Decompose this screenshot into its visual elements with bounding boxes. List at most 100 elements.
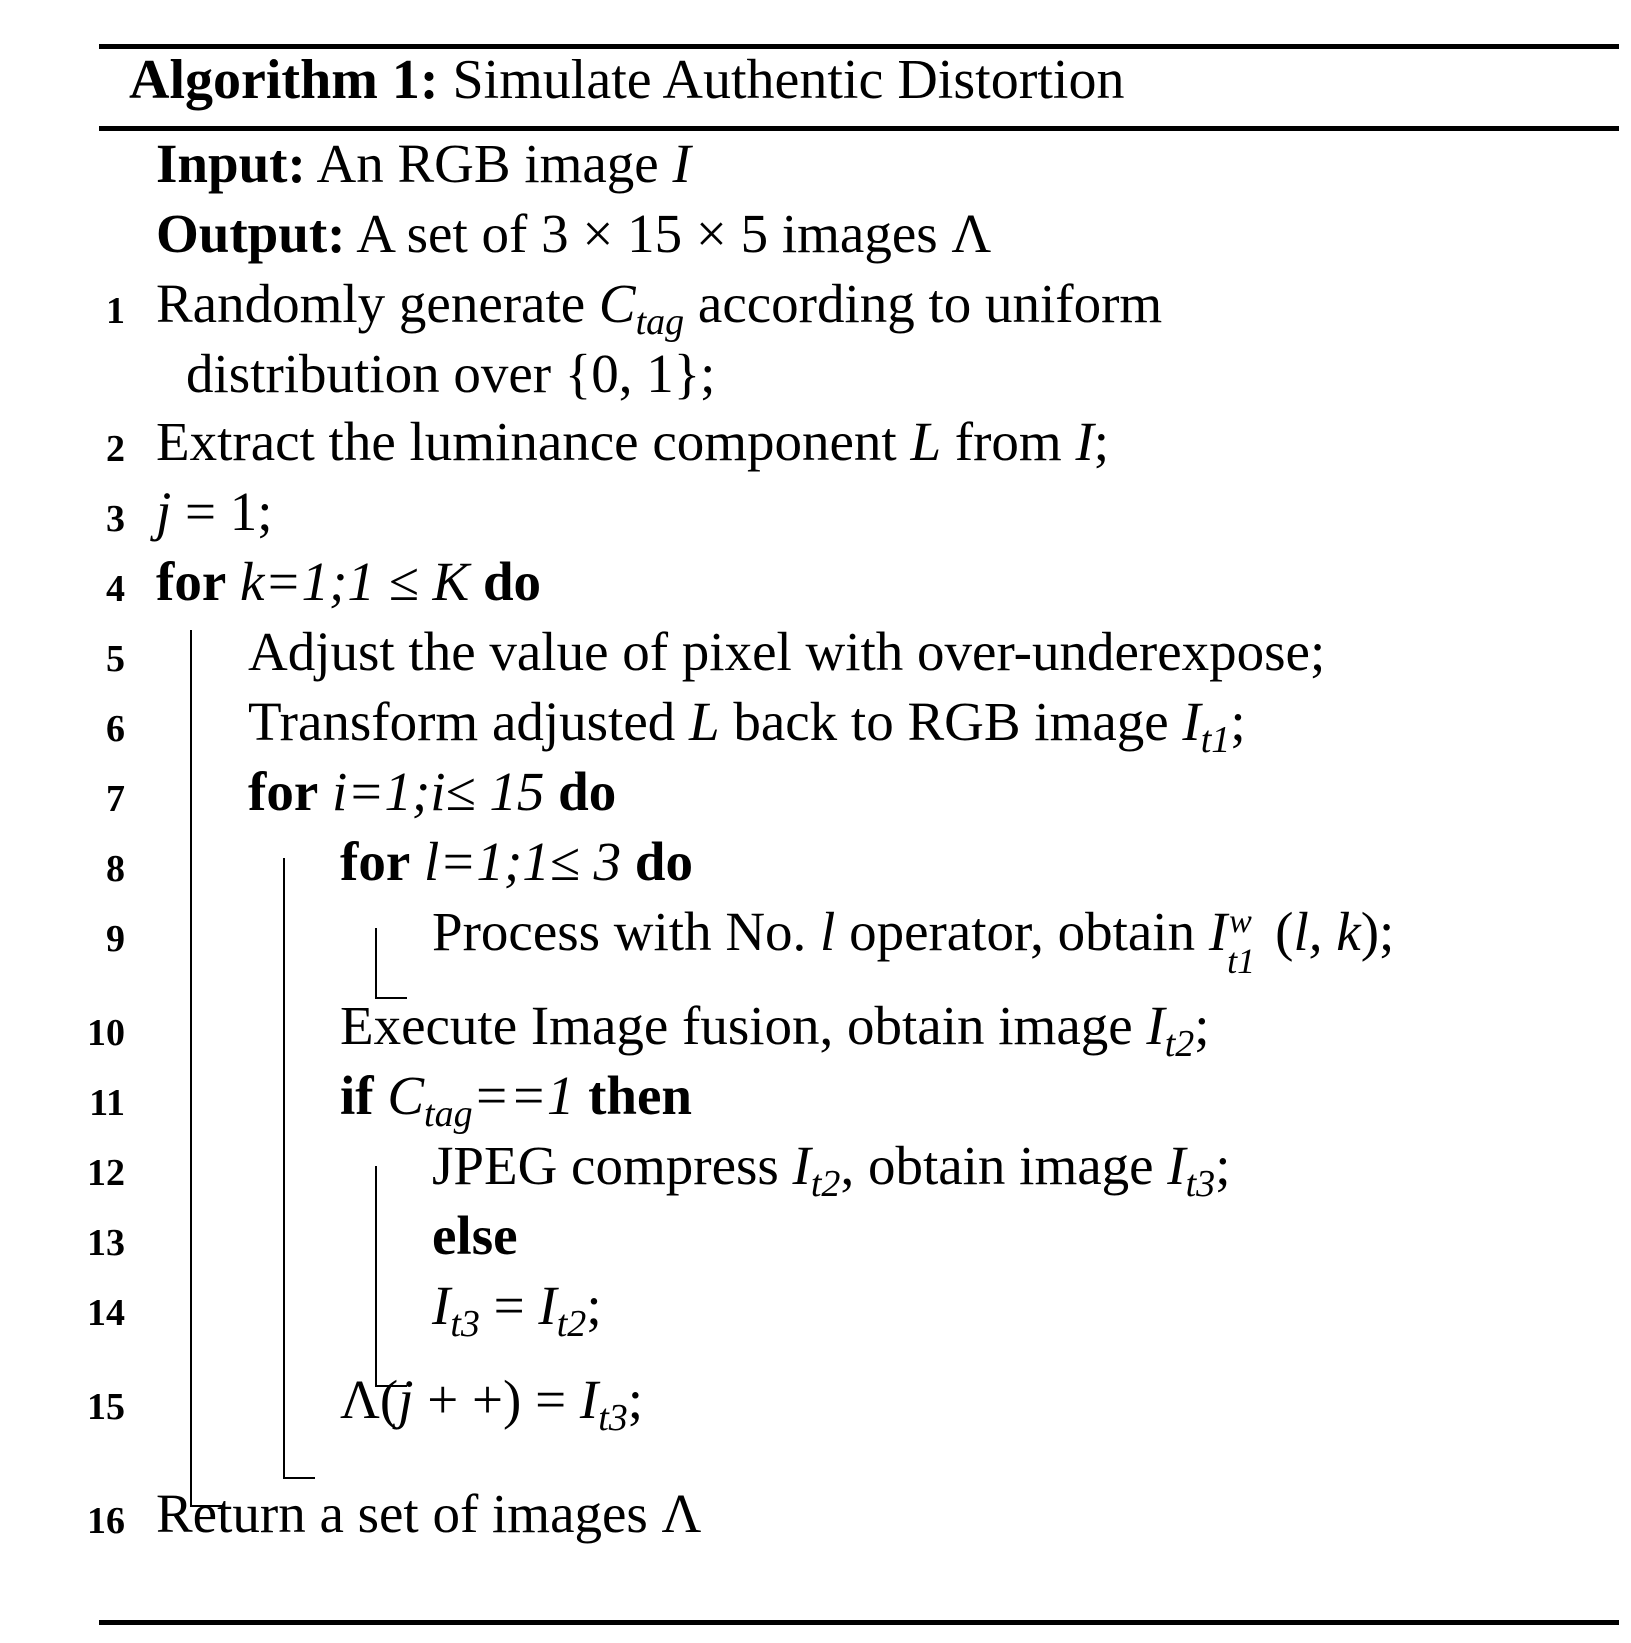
- algo-line-11: if Ctag==1 then: [340, 1068, 692, 1133]
- algo-line-7: for i=1;i≤ 15 do: [248, 764, 616, 819]
- algo-line-14: It3 = It2;: [432, 1278, 602, 1343]
- bottom-rule: [99, 1620, 1619, 1625]
- text: (: [1275, 901, 1294, 962]
- var: I: [1167, 1135, 1186, 1196]
- line-number-15: 15: [87, 1386, 125, 1428]
- subscript: tag: [424, 1093, 473, 1135]
- args: l, k: [1293, 901, 1361, 962]
- line-number-5: 5: [106, 638, 125, 680]
- text: Execute Image fusion, obtain image: [340, 995, 1147, 1056]
- line-number-6: 6: [106, 708, 125, 750]
- line-number-1: 1: [106, 290, 125, 332]
- var: I: [1208, 901, 1228, 962]
- text: + +) =: [413, 1369, 580, 1430]
- subscript: t2: [810, 1163, 841, 1205]
- algo-line-12: JPEG compress It2, obtain image It3;: [432, 1138, 1230, 1203]
- text: from: [941, 411, 1076, 472]
- var: C: [598, 273, 636, 334]
- text: , obtain image: [840, 1135, 1168, 1196]
- text: Transform adjusted: [248, 691, 689, 752]
- block-end-l-loop: [375, 997, 407, 999]
- var: I: [1075, 411, 1094, 472]
- keyword-for: for: [340, 831, 411, 892]
- text: back to RGB image: [719, 691, 1183, 752]
- subscript: tag: [635, 301, 685, 343]
- block-end-outer-for: [190, 1505, 222, 1507]
- text: ;: [627, 1369, 644, 1430]
- algorithm-label: Algorithm 1:: [129, 49, 439, 111]
- line-number-16: 16: [87, 1500, 125, 1542]
- output-text: A set of 3 × 15 × 5 images Λ: [356, 203, 992, 264]
- text: ;: [586, 1275, 602, 1336]
- text: =: [479, 1275, 539, 1336]
- block-bar-inner-for: [283, 858, 285, 1478]
- line-number-8: 8: [106, 848, 125, 890]
- keyword-do: do: [482, 551, 542, 612]
- line-number-7: 7: [106, 778, 125, 820]
- text: Λ(: [340, 1369, 399, 1430]
- algo-line-16: Return a set of images Λ: [156, 1483, 702, 1544]
- input-var: I: [672, 133, 691, 194]
- output-line: Output: A set of 3 × 15 × 5 images Λ: [156, 206, 991, 261]
- algo-line-8: for l=1;1≤ 3 do: [340, 834, 693, 889]
- keyword-do: do: [558, 761, 617, 822]
- keyword-for: for: [248, 761, 319, 822]
- text: = 1;: [171, 481, 273, 542]
- text: ;: [1230, 691, 1246, 752]
- subscript: t3: [450, 1303, 480, 1345]
- algo-line-2: Extract the luminance component L from I…: [156, 414, 1109, 469]
- var: L: [910, 411, 942, 472]
- output-label: Output:: [156, 203, 346, 264]
- algorithm-title: Algorithm 1: Simulate Authentic Distorti…: [129, 52, 1124, 108]
- block-end-inner-for: [283, 1477, 315, 1479]
- text: ;: [1194, 995, 1210, 1056]
- block-end-if: [375, 1385, 407, 1387]
- line-number-14: 14: [87, 1292, 125, 1334]
- algo-line-4: for k=1;1 ≤ K do: [156, 554, 541, 609]
- var: j: [156, 481, 172, 542]
- top-rule: [99, 44, 1619, 49]
- text: according to uniform: [684, 273, 1163, 334]
- text: ;: [1093, 411, 1110, 472]
- line-number-4: 4: [106, 568, 125, 610]
- text: Randomly generate: [156, 273, 599, 334]
- expression: l=1;1≤ 3: [410, 831, 635, 892]
- var: j: [398, 1369, 414, 1430]
- algorithm-name: Simulate Authentic Distortion: [452, 49, 1125, 111]
- line-number-3: 3: [106, 498, 125, 540]
- subscript: t3: [1185, 1163, 1216, 1205]
- text: JPEG compress: [432, 1135, 793, 1196]
- line-number-13: 13: [87, 1222, 125, 1264]
- input-text: An RGB image: [316, 133, 673, 194]
- algo-line-3: j = 1;: [156, 484, 273, 539]
- keyword-for: for: [156, 551, 227, 612]
- expression: i=1;i≤ 15: [318, 761, 559, 822]
- algo-line-10: Execute Image fusion, obtain image It2;: [340, 998, 1210, 1063]
- text: );: [1360, 901, 1395, 962]
- line-number-12: 12: [87, 1152, 125, 1194]
- subscript: t1: [1227, 941, 1256, 981]
- algo-line-13: else: [432, 1205, 518, 1266]
- expression: ==1: [472, 1065, 589, 1126]
- line-number-9: 9: [106, 918, 125, 960]
- algo-line-1-cont: distribution over {0, 1};: [186, 343, 716, 404]
- subscript: t2: [556, 1303, 587, 1345]
- expression: k=1;1 ≤ K: [226, 551, 483, 612]
- subscript: t2: [1164, 1023, 1195, 1065]
- line-number-11: 11: [89, 1082, 125, 1124]
- algo-line-15: Λ(j + +) = It3;: [340, 1372, 643, 1437]
- text: Extract the luminance component: [156, 411, 911, 472]
- line-number-2: 2: [106, 428, 125, 470]
- algo-line-1: Randomly generate Ctag according to unif…: [156, 276, 1162, 341]
- block-bar-l-loop: [375, 928, 377, 998]
- var: L: [689, 691, 720, 752]
- header-rule: [99, 126, 1619, 131]
- var: I: [1182, 691, 1201, 752]
- var: I: [792, 1135, 811, 1196]
- var: I: [432, 1275, 451, 1336]
- input-line: Input: An RGB image I: [156, 136, 691, 191]
- input-label: Input:: [156, 133, 306, 194]
- text: ;: [1215, 1135, 1231, 1196]
